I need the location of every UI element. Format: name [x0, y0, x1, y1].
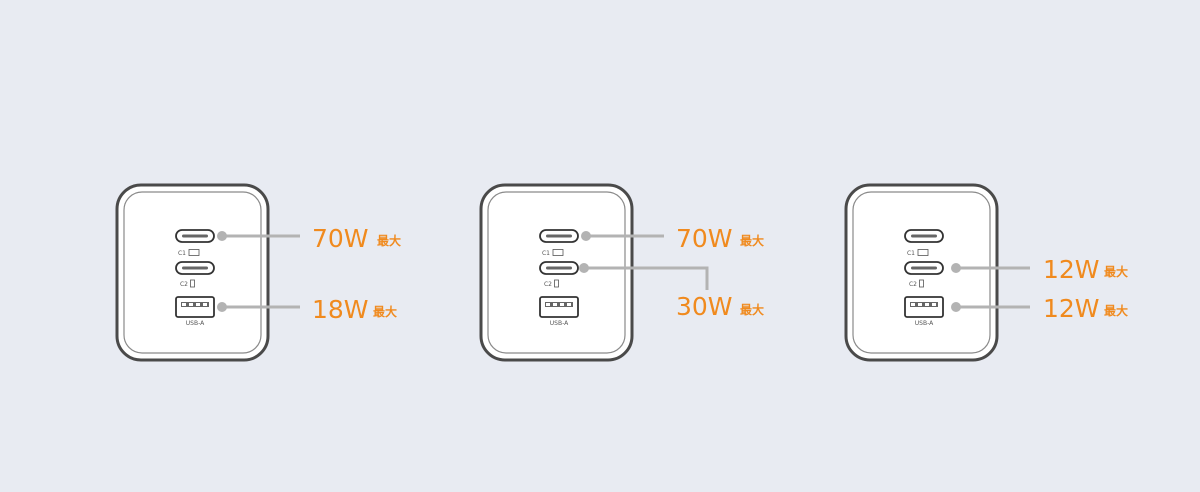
watt-value-c1: 70W [312, 224, 369, 253]
charger-1: C1 C2 USB-A [115, 183, 270, 362]
laptop-icon [188, 249, 200, 256]
usb-c-port-c1 [904, 229, 944, 243]
watt-value-c2: 12W [1043, 255, 1100, 284]
laptop-icon [917, 249, 929, 256]
usb-c-port-c2 [175, 261, 215, 275]
max-label: 最大 [740, 233, 764, 248]
max-label: 最大 [1104, 303, 1128, 318]
leader-c1-config-1 [217, 231, 300, 241]
usb-a-port [175, 296, 215, 318]
leader-usba-config-3 [951, 302, 1030, 312]
usb-a-port [904, 296, 944, 318]
port-label-c1: C1 [542, 250, 550, 257]
port-label-usba: USB-A [186, 320, 205, 327]
watt-value-usba: 12W [1043, 294, 1100, 323]
charger-2: C1 C2 USB-A [479, 183, 634, 362]
watt-value-c2: 30W [676, 292, 733, 321]
charger-3: C1 C2 USB-A [844, 183, 999, 362]
phone-icon [919, 279, 924, 288]
port-label-c1: C1 [178, 250, 186, 257]
usb-c-port-c1 [175, 229, 215, 243]
laptop-icon [552, 249, 564, 256]
max-label: 最大 [1104, 264, 1128, 279]
usb-a-port [539, 296, 579, 318]
phone-icon [554, 279, 559, 288]
usb-c-port-c2 [539, 261, 579, 275]
max-label: 最大 [740, 302, 764, 317]
max-label: 最大 [377, 233, 401, 248]
usb-c-port-c2 [904, 261, 944, 275]
port-label-c2: C2 [909, 281, 917, 288]
leader-c2-config-2 [579, 263, 709, 290]
port-label-usba: USB-A [550, 320, 569, 327]
port-label-c1: C1 [907, 250, 915, 257]
max-label: 最大 [373, 304, 397, 319]
phone-icon [190, 279, 195, 288]
port-label-c2: C2 [544, 281, 552, 288]
leader-c2-config-3 [951, 263, 1030, 273]
port-label-c2: C2 [180, 281, 188, 288]
leader-usba-config-1 [217, 302, 300, 312]
port-label-usba: USB-A [915, 320, 934, 327]
usb-c-port-c1 [539, 229, 579, 243]
watt-value-usba: 18W [312, 295, 369, 324]
watt-value-c1: 70W [676, 224, 733, 253]
leader-c1-config-2 [581, 231, 664, 241]
